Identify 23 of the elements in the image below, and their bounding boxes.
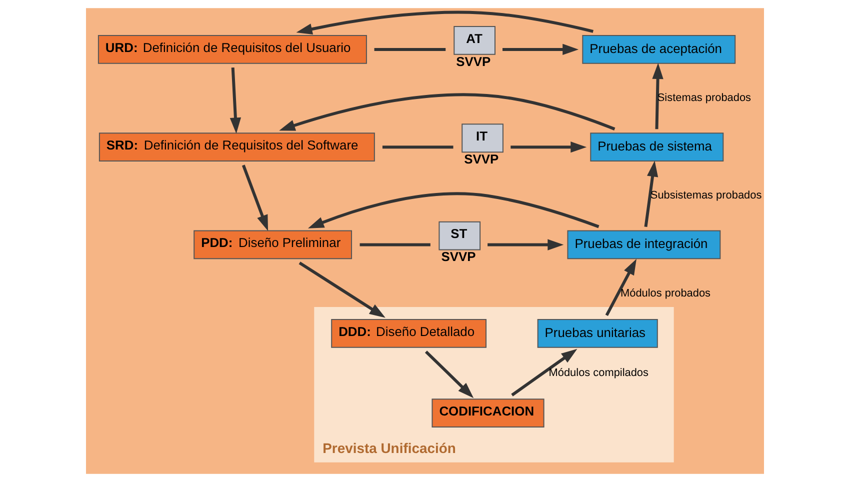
node-label: SVVP (456, 54, 491, 69)
arrow (279, 93, 616, 131)
arrow (502, 44, 579, 56)
arrow (652, 63, 664, 130)
arrow (488, 239, 564, 250)
arrow (308, 192, 600, 228)
arrow (510, 142, 587, 153)
arrow (242, 164, 268, 232)
arrow (230, 67, 242, 134)
edge-label: Subsistemas probados (650, 190, 762, 202)
arrow (605, 258, 636, 316)
arrow (298, 262, 386, 318)
connector (374, 48, 446, 51)
arrow (511, 348, 578, 396)
arrow (424, 350, 474, 398)
edge-label: Módulos probados (620, 287, 711, 300)
node-label: SVVP (441, 249, 476, 264)
node-label: SVVP (464, 151, 499, 166)
edge-label: Módulos compilados (548, 367, 649, 380)
arrow (296, 10, 594, 35)
arrow (644, 160, 658, 227)
connector (382, 146, 454, 149)
connector (360, 243, 430, 246)
